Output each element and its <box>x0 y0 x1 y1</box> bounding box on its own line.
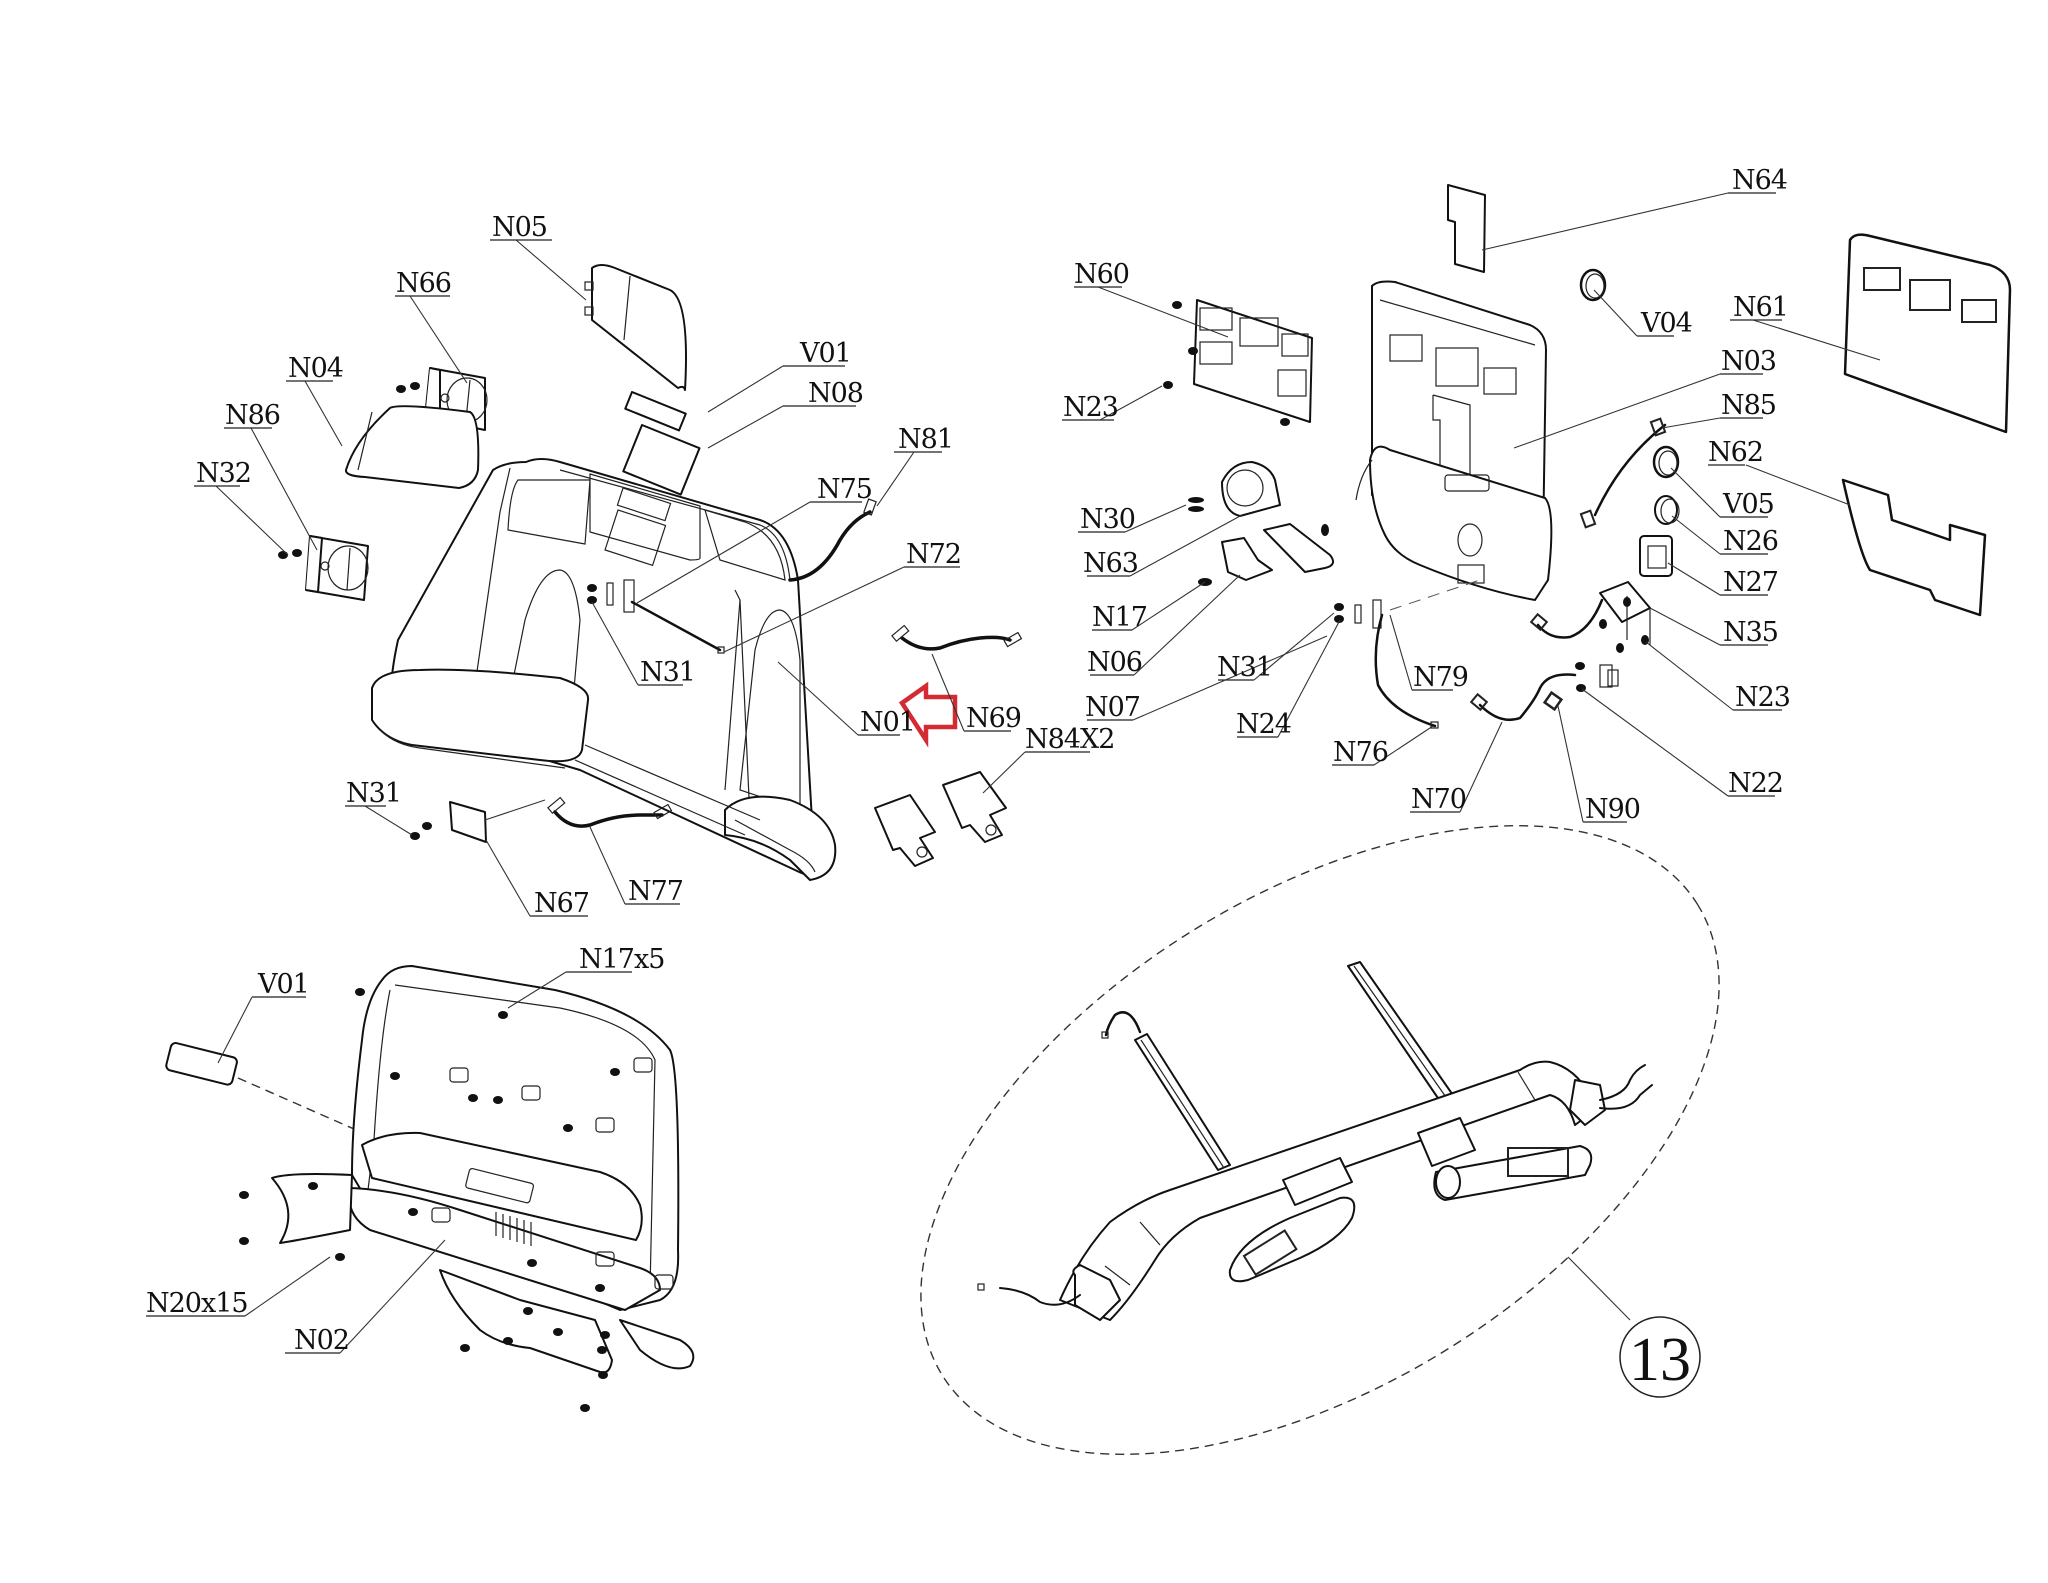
label-n63: N63 <box>1083 548 1138 579</box>
part-n67-board <box>410 801 487 843</box>
part-n27-socket <box>1639 535 1673 577</box>
assembly-boundary <box>920 825 1720 1455</box>
label-n01[interactable]: N01 <box>860 707 916 738</box>
console-rear-group: N64 N60 V04 N61 N23 N03 N85 N62 N30 V05 … <box>1062 165 2012 825</box>
label-v01-top: V01 <box>799 338 851 369</box>
label-n31-low: N31 <box>346 778 401 809</box>
label-n60: N60 <box>1074 259 1129 290</box>
label-n85: N85 <box>1721 390 1776 421</box>
part-n05-cover <box>584 264 687 391</box>
part-n69-cable <box>891 624 1023 651</box>
label-n77: N77 <box>628 876 683 907</box>
label-n17: N17 <box>1092 602 1147 633</box>
part-n04-cover <box>344 405 480 489</box>
part-v01-strip-bottom <box>165 1042 238 1086</box>
label-n86: N86 <box>225 400 280 431</box>
screws-n20x15 <box>239 1182 610 1412</box>
part-n03-rear-panel <box>1355 280 1553 601</box>
label-n24: N24 <box>1236 709 1291 740</box>
label-n76: N76 <box>1333 737 1388 768</box>
part-n01-front-housing <box>371 458 877 881</box>
part-n84-brackets <box>874 771 1007 867</box>
label-n81: N81 <box>898 424 953 455</box>
part-v01-strip <box>624 391 687 432</box>
label-v04: V04 <box>1640 308 1692 339</box>
part-n86-speaker <box>278 535 369 601</box>
label-n23-top: N23 <box>1063 392 1118 423</box>
label-n31-right: N31 <box>1217 652 1272 683</box>
label-n23-right: N23 <box>1735 682 1790 713</box>
label-n67: N67 <box>534 888 589 919</box>
label-n75: N75 <box>817 474 872 505</box>
part-n79-bracket <box>1334 579 1481 729</box>
label-n84x2: N84X2 <box>1025 724 1114 755</box>
label-n07: N07 <box>1085 692 1140 723</box>
part-n61-overlay <box>1843 233 2012 434</box>
label-n31-mid: N31 <box>640 657 695 688</box>
label-n69: N69 <box>966 703 1021 734</box>
part-n70-cable <box>1469 673 1577 722</box>
label-n35: N35 <box>1723 617 1778 648</box>
part-n22-switch <box>1575 662 1619 692</box>
part-n60-board <box>1163 299 1313 426</box>
label-n03: N03 <box>1721 346 1776 377</box>
part-n77-cable <box>547 796 673 828</box>
part-v05-ring <box>1652 445 1680 479</box>
part-n07-duct <box>1263 523 1335 573</box>
part-n85-cable <box>1579 417 1667 529</box>
label-n20x15: N20x15 <box>146 1288 248 1319</box>
label-n32: N32 <box>196 458 251 489</box>
leader-lines-front <box>194 239 1090 917</box>
label-n08: N08 <box>808 378 863 409</box>
console-front-group: N05 N66 N04 N86 N32 V01 N08 N81 N75 N72 … <box>194 212 1115 919</box>
part-n64-sticker <box>1447 184 1486 273</box>
label-n79: N79 <box>1413 662 1468 693</box>
label-n62: N62 <box>1708 437 1763 468</box>
handlebar-assembly-group: 13 <box>920 825 1720 1455</box>
label-n04: N04 <box>288 353 343 384</box>
part-n26-knob <box>1654 495 1680 525</box>
label-n72: N72 <box>906 539 961 570</box>
highlight-arrow-icon <box>898 681 958 748</box>
label-n70: N70 <box>1411 784 1466 815</box>
label-n06: N06 <box>1087 647 1142 678</box>
label-n22: N22 <box>1728 768 1783 799</box>
label-n30: N30 <box>1080 504 1135 535</box>
label-n27: N27 <box>1723 567 1778 598</box>
part-n06-duct <box>1198 537 1273 586</box>
label-n64: N64 <box>1732 165 1787 196</box>
label-n26: N26 <box>1723 526 1778 557</box>
label-v05: V05 <box>1722 489 1774 520</box>
label-n05: N05 <box>492 212 547 243</box>
part-n90-pad <box>1542 690 1564 712</box>
part-n62-plate <box>1841 478 1987 617</box>
leader-lines-rear <box>1062 192 1881 823</box>
label-v01-bottom: V01 <box>257 969 309 1000</box>
label-n90: N90 <box>1585 794 1640 825</box>
part-n02-back-cover <box>271 965 695 1374</box>
label-n66: N66 <box>396 268 451 299</box>
label-n17x5: N17x5 <box>579 944 664 975</box>
part-n30-fan <box>1188 461 1281 517</box>
part-handlebar-frame <box>977 961 1653 1321</box>
label-n02: N02 <box>294 1325 349 1356</box>
assembly-13-callout <box>1619 1316 1701 1398</box>
screws-n17x5 <box>355 988 620 1132</box>
leader-lines-back <box>146 971 632 1354</box>
part-n35-board <box>1529 581 1651 653</box>
part-v04-ring <box>1579 268 1607 302</box>
back-cover-group: V01 N17x5 N20x15 N02 <box>146 944 695 1412</box>
label-n61: N61 <box>1733 292 1788 323</box>
part-n08-card <box>622 424 701 496</box>
label-assembly-13: 13 <box>1629 1326 1691 1394</box>
